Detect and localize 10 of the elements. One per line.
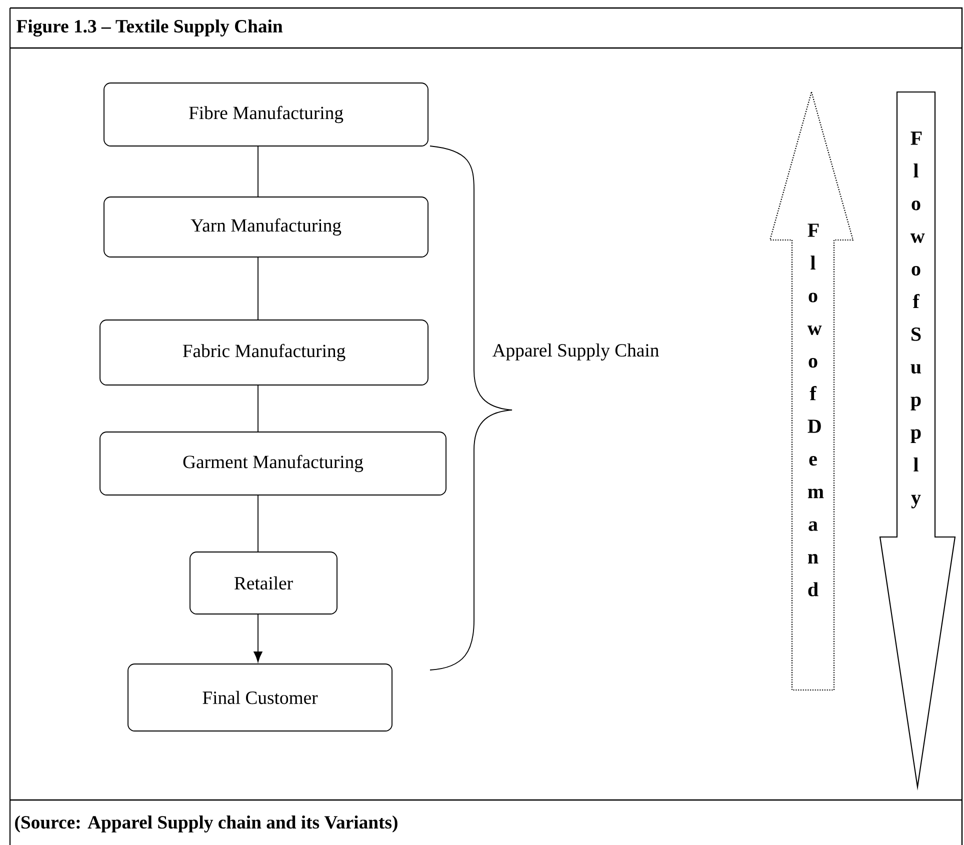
process-box: Fibre Manufacturing: [104, 82, 428, 146]
process-box: Garment Manufacturing: [100, 432, 446, 496]
brace-label: Apparel Supply Chain: [492, 344, 659, 360]
connector-line: [254, 614, 262, 662]
source-caption: (Source: Apparel Supply chain and its Variants): [15, 816, 398, 832]
process-box: Retailer: [190, 552, 338, 614]
process-box: Yarn Manufacturing: [104, 196, 428, 258]
process-box: Final Customer: [128, 664, 392, 732]
process-box: Fabric Manufacturing: [100, 320, 428, 386]
figure-title: Figure 1.3 – Textile Supply Chain: [16, 19, 283, 37]
